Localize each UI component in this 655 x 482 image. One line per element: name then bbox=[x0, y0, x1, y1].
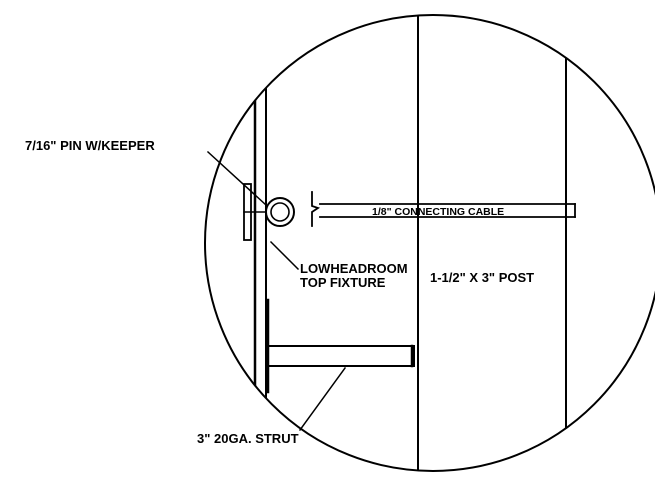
pin-inner-circle bbox=[270, 202, 290, 222]
fixture-label-line1: LOWHEADROOM bbox=[300, 261, 408, 276]
pin-label: 7/16" PIN W/KEEPER bbox=[25, 138, 155, 153]
detail-contents bbox=[253, 15, 576, 471]
strut-outline bbox=[267, 345, 415, 367]
pin-leader-line bbox=[206, 150, 268, 207]
detail-circle bbox=[204, 14, 655, 472]
fixture-label-line2: TOP FIXTURE bbox=[300, 275, 386, 290]
pin-outer-circle bbox=[265, 197, 295, 227]
strut-label: 3" 20GA. STRUT bbox=[197, 431, 299, 446]
cable-label: 1/8" CONNECTING CABLE bbox=[372, 206, 504, 218]
cable-break-symbol bbox=[311, 191, 321, 227]
post-label: 1-1/2" X 3" POST bbox=[430, 270, 534, 285]
fixture-leader-line bbox=[269, 240, 300, 271]
strut-leader-line bbox=[298, 366, 347, 432]
